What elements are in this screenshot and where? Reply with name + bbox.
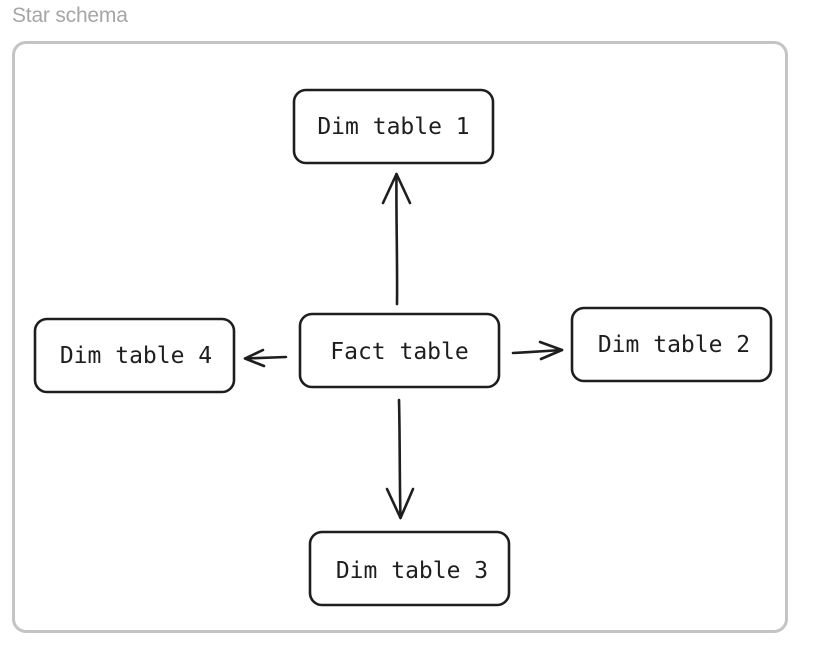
edge-fact-to-dim3[interactable] [385, 398, 415, 520]
edge-fact-to-dim2[interactable] [511, 340, 564, 361]
node-dim4-label: Dim table 4 [60, 343, 212, 369]
edge-fact-to-dim1[interactable] [381, 172, 412, 306]
frame-title: Star schema [12, 4, 128, 27]
node-dim1[interactable]: Dim table 1 [292, 88, 495, 165]
node-dim3[interactable]: Dim table 3 [308, 530, 511, 607]
node-dim1-label: Dim table 1 [317, 114, 469, 140]
node-fact[interactable]: Fact table [298, 312, 501, 389]
edges [243, 172, 564, 520]
node-dim2[interactable]: Dim table 2 [570, 306, 773, 383]
node-dim3-label: Dim table 3 [336, 558, 488, 584]
edge-fact-to-dim4[interactable] [243, 348, 288, 368]
node-fact-label: Fact table [330, 339, 468, 365]
node-dim2-label: Dim table 2 [598, 332, 750, 358]
node-dim4[interactable]: Dim table 4 [33, 317, 236, 394]
